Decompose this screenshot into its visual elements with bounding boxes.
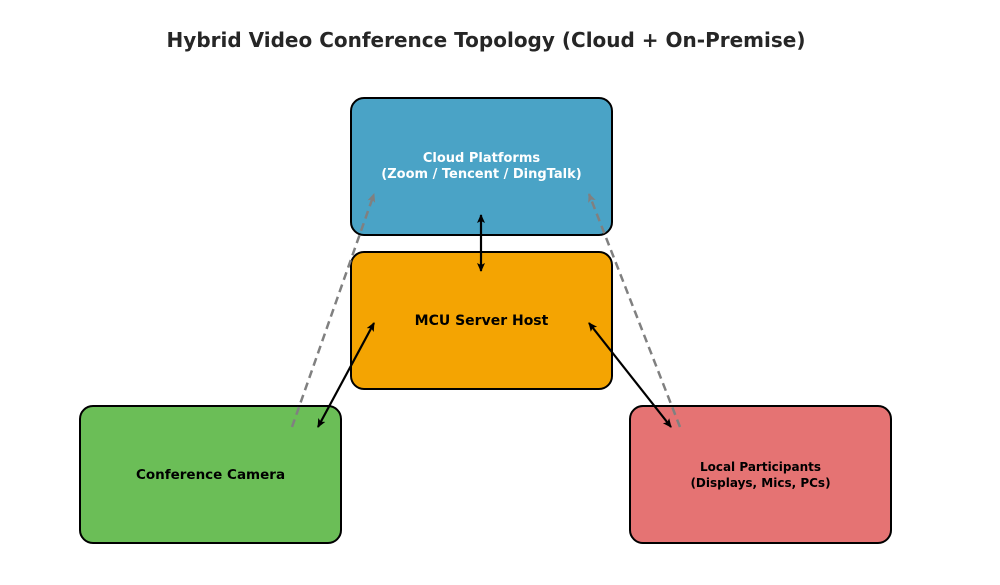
node-conference-camera: Conference Camera xyxy=(79,405,342,544)
edge-mcu-local xyxy=(588,322,672,428)
node-cloud-platforms-label: Cloud Platforms (Zoom / Tencent / DingTa… xyxy=(381,150,582,182)
node-local-participants: Local Participants (Displays, Mics, PCs) xyxy=(629,405,892,544)
node-mcu-server-host-label: MCU Server Host xyxy=(414,312,549,329)
node-conference-camera-label: Conference Camera xyxy=(135,466,286,483)
diagram-title: Hybrid Video Conference Topology (Cloud … xyxy=(166,28,806,52)
node-mcu-server-host: MCU Server Host xyxy=(350,251,613,390)
node-cloud-platforms: Cloud Platforms (Zoom / Tencent / DingTa… xyxy=(350,97,613,236)
edge-local-to-cloud-dashed xyxy=(587,193,682,428)
edge-camera-to-cloud-dashed xyxy=(290,193,376,428)
node-local-participants-label: Local Participants (Displays, Mics, PCs) xyxy=(690,459,831,490)
edge-mcu-camera xyxy=(317,322,375,428)
